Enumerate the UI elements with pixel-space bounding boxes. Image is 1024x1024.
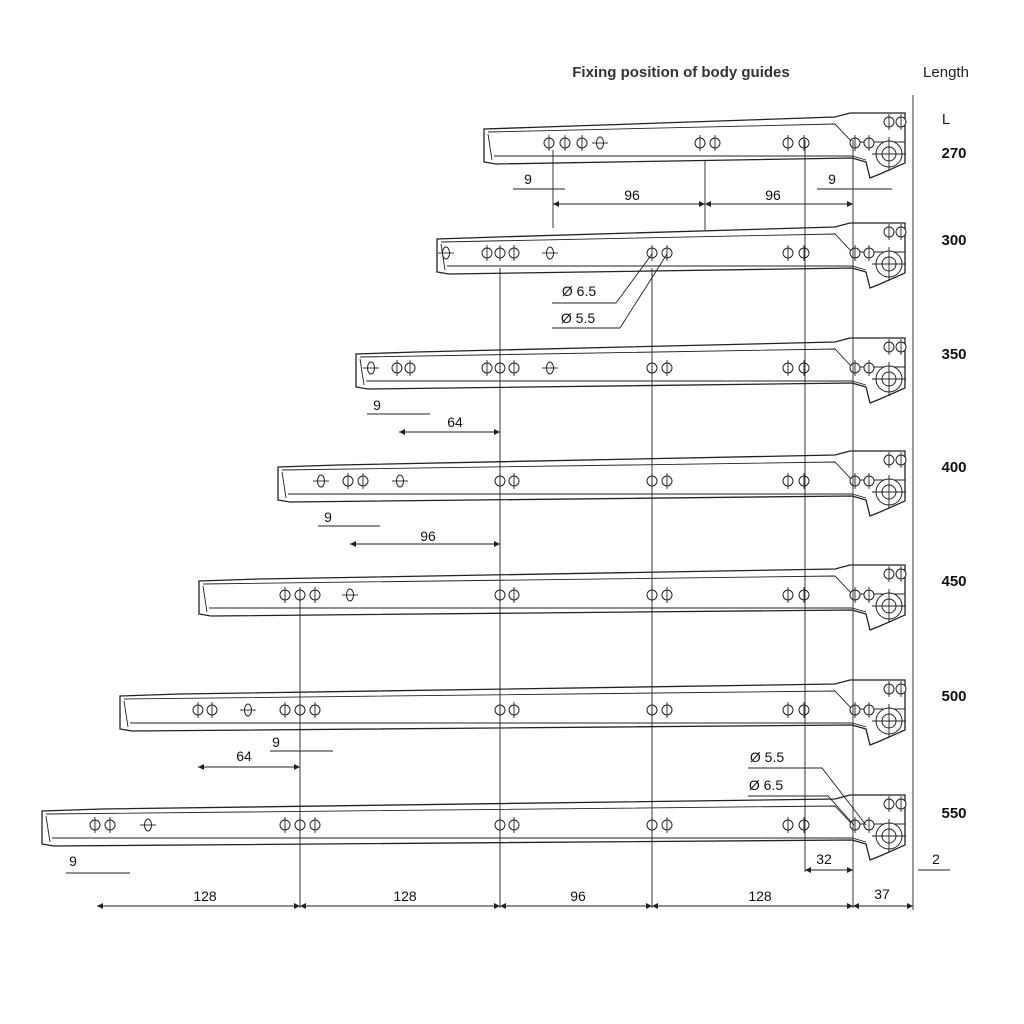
dimension-lines [66,188,950,909]
dimension-arrow [294,903,300,909]
rail-end-edge [281,471,287,499]
rail-top-edge [487,123,905,143]
rail-outline [277,450,906,517]
dimension-arrow [805,867,811,873]
dim-base-span-3: 96 [570,888,586,904]
rail-bottom-edge [209,607,867,613]
dimension-arrow [699,201,705,207]
dimension-arrow [198,764,204,770]
dim-270-right-offset: 9 [828,171,836,187]
dim-400-span: 96 [420,528,436,544]
dim-500-offset: 9 [272,734,280,750]
rail-top-edge [359,348,905,368]
rail-outline [436,222,906,289]
dim-350-offset: 9 [373,397,381,413]
length-label-300: 300 [941,232,966,249]
rail-top-edge [123,690,905,710]
rail-end-edge [123,700,129,728]
rail-550 [41,794,907,861]
rail-270 [483,112,907,179]
rail-bottom-edge [494,155,867,161]
dimension-arrow [646,903,652,909]
diameter-leader [552,253,668,329]
length-header: Length [923,64,969,81]
diameter-leader [748,795,855,826]
dimension-arrow [494,429,500,435]
dimension-arrow [494,541,500,547]
length-label-270: 270 [941,145,966,162]
length-label-400: 400 [941,459,966,476]
rail-end-edge [359,358,365,386]
rail-end-edge [202,585,208,613]
vertical-guides [299,95,914,910]
dimension-arrow [705,201,711,207]
diameter-bottom-1: Ø 5.5 [750,749,784,765]
dimension-arrow [350,541,356,547]
dimension-arrow [652,903,658,909]
rails-group [41,112,907,861]
dimension-arrow [847,903,853,909]
dimension-arrow [300,903,306,909]
dim-400-offset: 9 [324,509,332,525]
length-label-350: 350 [941,346,966,363]
rail-bottom-edge [288,493,867,499]
rail-outline [41,794,906,861]
dim-gap-32: 32 [816,851,832,867]
rail-top-edge [45,805,905,825]
dim-270-span-a: 96 [624,187,640,203]
diameter-leader [748,767,867,826]
length-label-550: 550 [941,805,966,822]
length-label-450: 450 [941,573,966,590]
dimension-arrow [294,764,300,770]
rail-bottom-edge [447,265,867,271]
rail-outline [355,337,906,404]
rail-400 [277,450,907,517]
diameter-top-1: Ø 6.5 [562,283,596,299]
dimension-arrow [553,201,559,207]
dimension-arrow [399,429,405,435]
dimension-arrow [907,903,913,909]
diameter-bottom-2: Ø 6.5 [749,777,783,793]
dimension-arrow [500,903,506,909]
dim-270-span-b: 96 [765,187,781,203]
dim-base-span-2: 128 [393,888,417,904]
rail-500 [119,679,907,746]
rail-end-edge [45,815,51,843]
rail-outline [198,564,906,631]
length-symbol: L [942,111,950,128]
rail-end-edge [487,133,493,161]
dimension-arrow [853,903,859,909]
dim-350-span: 64 [447,414,463,430]
rail-outline [119,679,906,746]
rail-450 [198,564,907,631]
rail-350 [355,337,907,404]
dimension-arrow [847,201,853,207]
rail-bottom-edge [52,837,867,843]
rail-bottom-edge [130,722,867,728]
diameter-leader [552,253,653,304]
dim-base-span-5: 37 [874,886,890,902]
length-label-500: 500 [941,688,966,705]
dim-base-span-1: 128 [193,888,217,904]
rail-outline [483,112,906,179]
dim-270-left-offset: 9 [524,171,532,187]
dimension-arrow [847,867,853,873]
drawing-title: Fixing position of body guides [572,64,790,81]
rail-bottom-edge [366,380,867,386]
rail-300 [436,222,907,289]
dimension-arrow [494,903,500,909]
rail-top-edge [281,461,905,481]
dim-gap-2: 2 [932,851,940,867]
diameter-top-2: Ø 5.5 [561,310,595,326]
rail-top-edge [440,233,905,253]
dim-base-span-4: 128 [748,888,772,904]
dim-500-span: 64 [236,748,252,764]
dimension-arrow [97,903,103,909]
dim-base-offset: 9 [69,853,77,869]
rail-top-edge [202,575,905,595]
